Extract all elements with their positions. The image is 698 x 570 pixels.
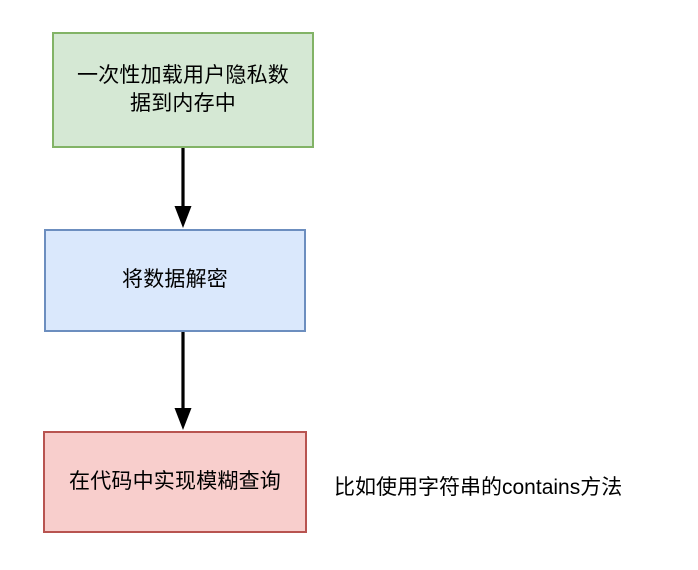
edge-decrypt-to-query	[174, 332, 192, 430]
flow-node-fuzzy-query[interactable]: 在代码中实现模糊查询	[43, 431, 307, 533]
flow-node-load-data[interactable]: 一次性加载用户隐私数 据到内存中	[52, 32, 314, 148]
flow-node-label: 一次性加载用户隐私数 据到内存中	[77, 63, 289, 115]
edge-load-to-decrypt	[174, 148, 192, 228]
flow-node-label: 在代码中实现模糊查询	[69, 469, 281, 493]
annotation-contains-note: 比如使用字符串的contains方法	[334, 476, 623, 499]
flow-node-label: 将数据解密	[122, 268, 228, 292]
arrowhead-down-icon	[174, 408, 192, 430]
arrowhead-down-icon	[174, 206, 192, 228]
flow-node-decrypt-data[interactable]: 将数据解密	[44, 229, 306, 332]
